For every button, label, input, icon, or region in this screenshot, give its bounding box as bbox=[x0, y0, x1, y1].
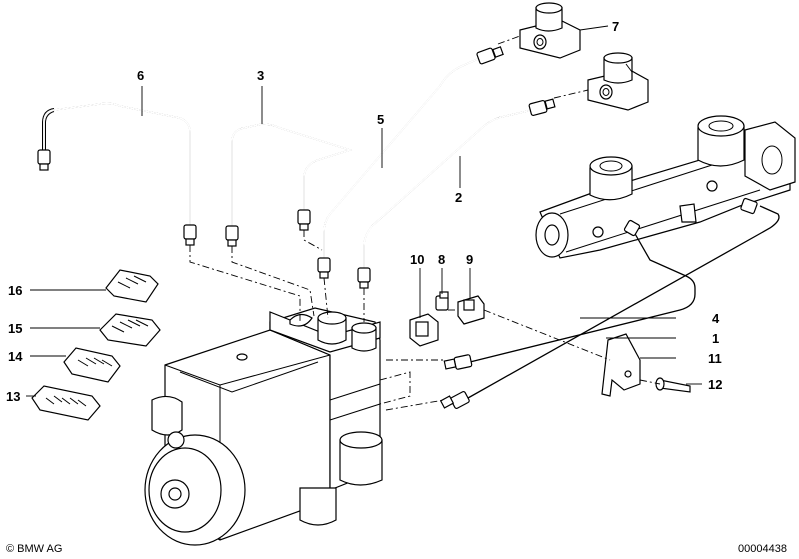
leader-lines bbox=[26, 25, 702, 397]
clip-9[interactable] bbox=[457, 295, 485, 325]
bracket-11[interactable] bbox=[601, 333, 641, 397]
callout-labels: 6 3 5 2 7 10 8 9 4 1 11 12 16 15 14 13 bbox=[6, 19, 722, 404]
clip-13[interactable] bbox=[31, 385, 101, 421]
brake-pipe-6[interactable] bbox=[37, 102, 197, 246]
holder-10[interactable] bbox=[409, 313, 439, 347]
brake-pipe-5[interactable] bbox=[317, 46, 504, 279]
callout-16: 16 bbox=[8, 283, 22, 298]
brake-pipe-3[interactable] bbox=[225, 123, 353, 247]
callout-14: 14 bbox=[8, 349, 23, 364]
master-cylinder[interactable] bbox=[535, 115, 796, 259]
nut-8[interactable] bbox=[435, 291, 449, 311]
clip-15[interactable] bbox=[99, 313, 161, 347]
t-piece-lower[interactable] bbox=[587, 52, 649, 111]
callout-13: 13 bbox=[6, 389, 20, 404]
callout-4: 4 bbox=[712, 311, 720, 326]
callout-3: 3 bbox=[257, 68, 264, 83]
callout-6: 6 bbox=[137, 68, 144, 83]
callout-2: 2 bbox=[455, 190, 462, 205]
hydraulic-unit[interactable] bbox=[144, 307, 383, 546]
callout-15: 15 bbox=[8, 321, 22, 336]
brake-pipe-1[interactable] bbox=[439, 197, 780, 409]
callout-9: 9 bbox=[466, 252, 473, 267]
callout-7: 7 bbox=[612, 19, 619, 34]
callout-5: 5 bbox=[377, 112, 384, 127]
clip-16[interactable] bbox=[105, 269, 159, 303]
t-piece-upper[interactable] bbox=[519, 2, 581, 59]
callout-10: 10 bbox=[410, 252, 424, 267]
bolt-12[interactable] bbox=[655, 377, 691, 393]
clip-14[interactable] bbox=[63, 347, 121, 383]
callout-1: 1 bbox=[712, 331, 719, 346]
diagram-number: 00004438 bbox=[738, 543, 787, 555]
connection-lines bbox=[189, 35, 661, 411]
callout-12: 12 bbox=[708, 377, 722, 392]
callout-11: 11 bbox=[708, 351, 722, 366]
copyright-text: © BMW AG bbox=[6, 543, 62, 555]
callout-8: 8 bbox=[438, 252, 445, 267]
brake-pipe-2[interactable] bbox=[357, 98, 556, 289]
brake-pipe-4[interactable] bbox=[443, 219, 696, 370]
